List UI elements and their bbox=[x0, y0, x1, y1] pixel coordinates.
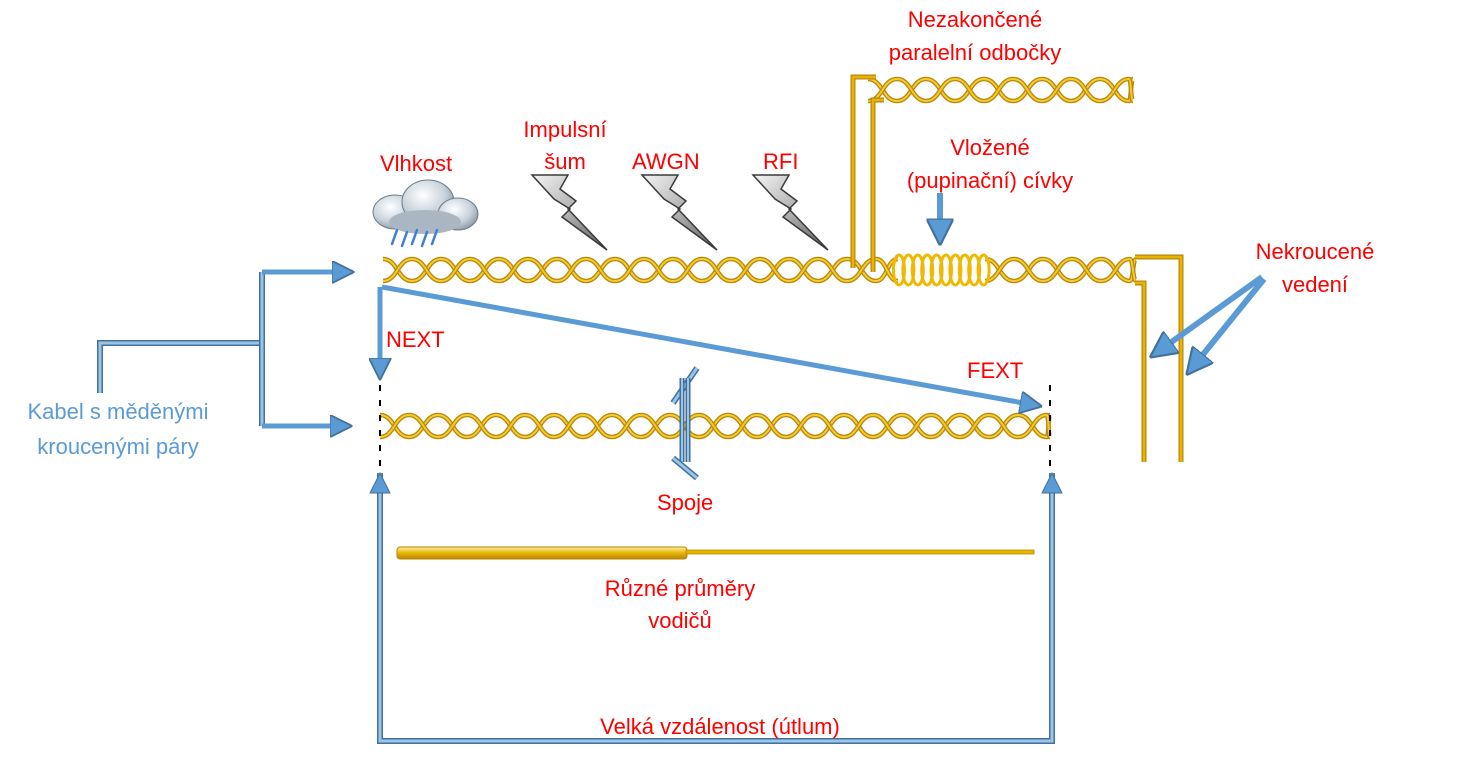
label-spoje: Spoje bbox=[657, 490, 714, 515]
label-vlozene-1: Vložené bbox=[950, 135, 1030, 160]
label-fext: FEXT bbox=[967, 358, 1024, 383]
wire-highlight bbox=[984, 257, 1137, 283]
label-nekroucene-1: Nekroucené bbox=[1255, 239, 1375, 264]
wire-highlight bbox=[867, 77, 1134, 103]
distance-bracket bbox=[369, 471, 1063, 744]
wire-highlight bbox=[867, 77, 1134, 103]
label-nezakoncene-1: Nezakončené bbox=[907, 7, 1043, 32]
label-kabel-1: Kabel s měděnými bbox=[27, 399, 209, 424]
crosstalk-arrows bbox=[380, 284, 1040, 406]
bridge-tap-riser bbox=[850, 74, 884, 272]
loading-coil-icon bbox=[892, 253, 991, 287]
coil-loop bbox=[901, 253, 916, 287]
coil-loop bbox=[957, 253, 972, 287]
cable-bracket-arrows bbox=[97, 272, 352, 426]
coil-loop bbox=[920, 253, 935, 287]
label-nezakoncene-2: paralelní odbočky bbox=[888, 40, 1062, 65]
untwisted-pointer-arrows bbox=[1152, 274, 1267, 373]
wire-highlight bbox=[379, 413, 1051, 439]
label-vlhkost: Vlhkost bbox=[380, 151, 453, 176]
coil-loop bbox=[967, 253, 982, 287]
label-rfi: RFI bbox=[763, 149, 799, 174]
label-nekroucene-2: vedení bbox=[1281, 272, 1349, 297]
lightning-bolt-icon bbox=[530, 174, 608, 251]
lightning-bolt-icon bbox=[751, 174, 829, 251]
coil-loop bbox=[948, 253, 963, 287]
label-kabel-2: kroucenými páry bbox=[37, 434, 199, 459]
label-prumery-2: vodičů bbox=[648, 608, 712, 633]
label-impulsni-2: šum bbox=[544, 149, 586, 174]
label-impulsni-1: Impulsní bbox=[523, 117, 607, 142]
coil-loop bbox=[976, 253, 991, 287]
label-next: NEXT bbox=[386, 327, 445, 352]
lightning-bolt-icon bbox=[640, 174, 718, 251]
coil-loop bbox=[929, 253, 944, 287]
label-awgn: AWGN bbox=[632, 149, 700, 174]
upper-twisted-pair bbox=[382, 256, 1139, 284]
rain-cloud-icon bbox=[372, 179, 479, 248]
untwisted-drop-wires bbox=[1135, 254, 1184, 462]
label-vlozene-2: (pupinační) cívky bbox=[906, 168, 1074, 193]
coil-loop bbox=[939, 253, 953, 287]
wire-highlight bbox=[382, 257, 899, 283]
wire-highlight bbox=[984, 257, 1137, 283]
label-prumery-1: Různé průměry bbox=[604, 576, 756, 601]
coil-loop bbox=[892, 253, 906, 287]
coil-loop bbox=[910, 253, 925, 287]
label-vzdalenost: Velká vzdálenost (útlum) bbox=[600, 714, 840, 739]
splice-icon bbox=[670, 366, 700, 481]
wire-highlight bbox=[382, 257, 899, 283]
conductor-diameters-icon bbox=[396, 546, 1035, 560]
lower-twisted-pair bbox=[379, 412, 1053, 440]
wire-highlight bbox=[379, 413, 1051, 439]
bridge-tap-twisted-pair bbox=[867, 76, 1136, 104]
